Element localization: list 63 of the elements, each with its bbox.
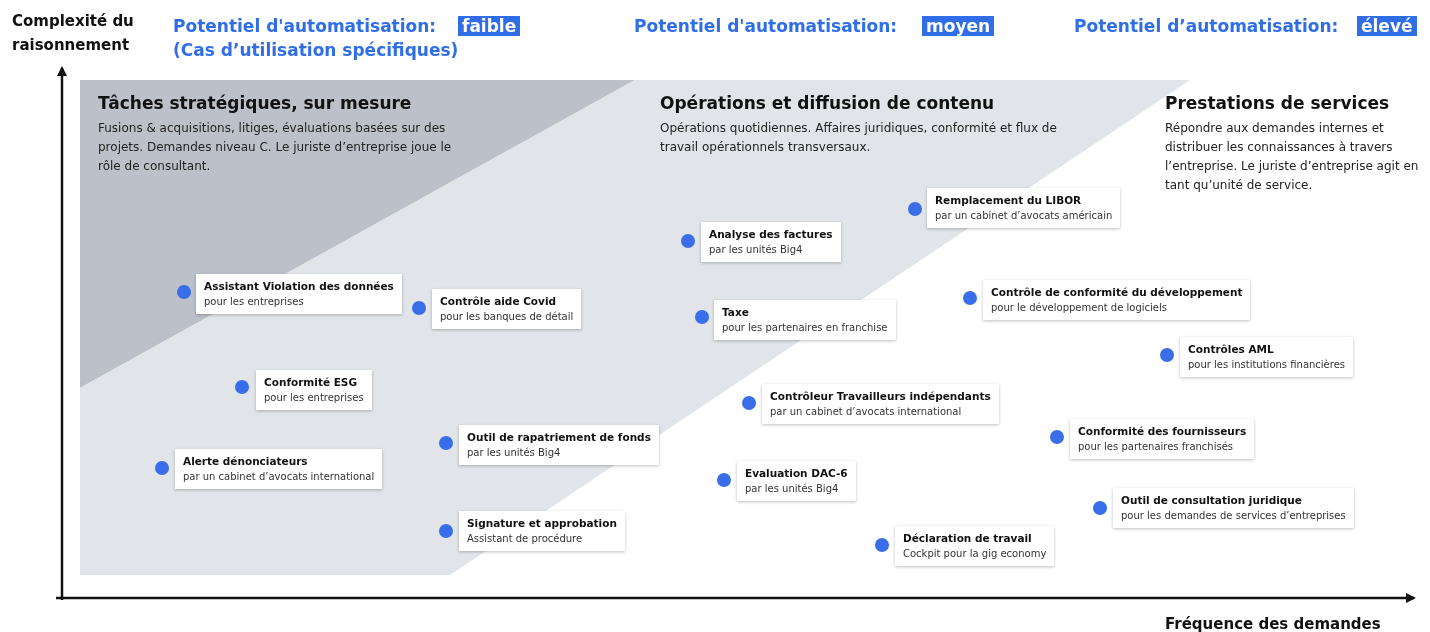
zone-heading: Prestations de services [1165,93,1391,113]
use-case-title: Analyse des factures [709,227,833,242]
use-case-detail: pour les institutions financières [1188,358,1346,372]
use-case-detail: par les unités Big4 [467,446,562,460]
use-case-card [983,280,1251,320]
use-case-title: Contrôleur Travailleurs indépendants [770,389,991,404]
use-case-card [701,222,841,262]
automation-heading: Potentiel d'automatisation: [634,16,898,36]
use-case-detail: pour les partenaires en franchise [722,321,888,335]
use-case-card [459,511,625,551]
use-case-title: Contrôles AML [1188,342,1275,357]
use-case-detail: pour les entreprises [264,391,364,405]
use-case-title: Déclaration de travail [903,531,1033,546]
automation-level: élevé [1357,16,1417,36]
automation-heading: Potentiel d’automatisation: [1074,16,1339,36]
use-case-card [432,289,582,329]
use-case-card [196,274,402,314]
zone-description: Répondre aux demandes internes et distribuer les connaissances à travers l’entreprise. Le juriste d’entreprise agit en tant qu’unité de service. [1165,120,1420,194]
zone-description: Fusions & acquisitions, litiges, évaluations basées sur des projets. Demandes niveau C. Le juriste d’entreprise joue le rôle de consultant. [98,120,453,175]
use-case-detail: pour les partenaires franchisés [1078,440,1235,454]
use-case-detail: par les unités Big4 [709,243,804,257]
use-case-title: Evaluation DAC-6 [745,466,848,481]
use-case-title: Outil de rapatriement de fonds [467,430,651,445]
use-case-detail: Cockpit pour la gig economy [903,547,1047,561]
use-case-title: Remplacement du LIBOR [935,193,1083,208]
use-case-card [1180,337,1354,377]
use-case-title: Assistant Violation des données [204,279,394,294]
zone-heading: Tâches stratégiques, sur mesure [98,93,413,113]
use-case-title: Signature et approbation [467,516,617,531]
use-case-detail: pour le développement de logiciels [991,301,1168,315]
use-case-card [737,461,856,501]
use-case-detail: par un cabinet d’avocats international [770,405,963,419]
automation-level: moyen [922,16,995,36]
use-case-title: Outil de consultation juridique [1121,493,1303,508]
use-case-detail: par un cabinet d’avocats américain [935,209,1113,223]
use-case-detail: pour les entreprises [204,295,305,309]
use-case-card [175,449,383,489]
use-case-title: Conformité ESG [264,375,359,390]
zone-description: Opérations quotidiennes. Affaires juridiques, conformité et flux de travail opérationnels transversaux. [660,120,1058,156]
use-case-title: Contrôle de conformité du développement [991,285,1243,300]
use-case-title: Alerte dénonciateurs [183,454,309,469]
use-case-title: Contrôle aide Covid [440,294,558,309]
use-case-card [895,526,1055,566]
use-case-card [459,425,659,465]
use-case-card [762,384,999,424]
use-case-card [1113,488,1354,528]
use-case-detail: pour les demandes de services d’entreprises [1121,509,1346,523]
use-case-detail: par les unités Big4 [745,482,840,496]
use-case-detail: pour les banques de détail [440,310,574,324]
use-case-detail: Assistant de procédure [467,532,584,546]
axis-title: Fréquence des demandes [1165,614,1381,632]
use-case-card [927,188,1121,228]
automation-heading: Potentiel d'automatisation: [173,16,437,36]
use-case-title: Conformité des fournisseurs [1078,424,1247,439]
use-case-detail: par un cabinet d’avocats international [183,470,375,484]
axis-title: Complexité du raisonnement [12,11,135,56]
use-case-card [256,370,372,410]
use-case-title: Taxe [722,305,750,320]
automation-level: faible [458,16,521,36]
use-case-card [1070,419,1255,459]
use-case-card [714,300,896,340]
zone-heading: Opérations et diffusion de contenu [660,93,996,113]
automation-heading: (Cas d’utilisation spécifiques) [173,40,459,60]
